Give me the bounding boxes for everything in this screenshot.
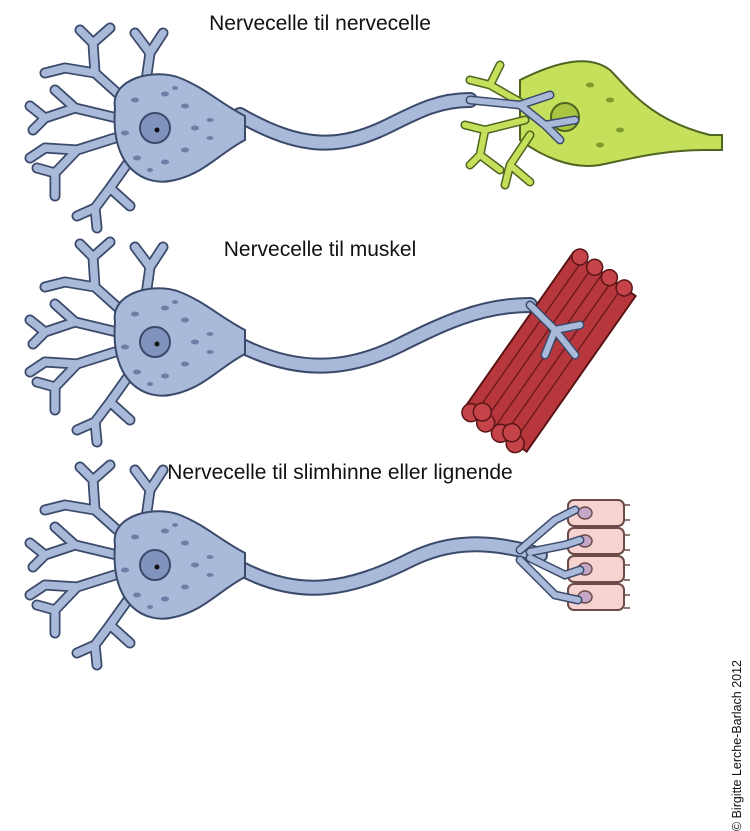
mucosa-cells <box>515 499 630 611</box>
sending-neuron-3 <box>30 465 548 665</box>
panel-title-nerve-to-nerve: Nervecelle til nervecelle <box>209 12 431 35</box>
copyright-notice: © Birgitte Lerche-Barlach 2012 <box>730 660 744 831</box>
receiving-green-neuron <box>460 60 723 190</box>
panel-title-nerve-to-mucosa: Nervecelle til slimhinne eller lignende <box>167 461 513 484</box>
sending-neuron-2 <box>30 242 538 442</box>
panel-title-nerve-to-muscle: Nervecelle til muskel <box>223 238 417 261</box>
muscle-fiber-bundle <box>461 248 638 454</box>
neuron-diagram <box>0 0 723 676</box>
sending-neuron-1 <box>30 28 478 228</box>
